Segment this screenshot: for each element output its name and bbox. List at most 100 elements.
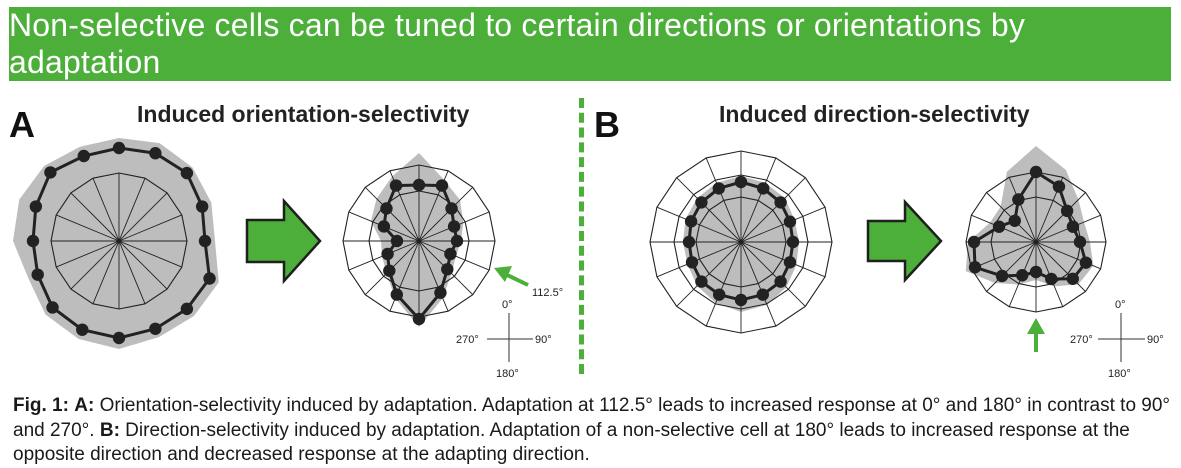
adapt-arrow-icon (1027, 318, 1045, 352)
response-point (1029, 265, 1043, 279)
response-point (31, 268, 44, 281)
panel-divider (579, 98, 584, 374)
response-point (149, 147, 162, 160)
response-point (445, 202, 458, 215)
response-point (992, 220, 1006, 233)
response-point (684, 215, 698, 228)
response-point (195, 200, 209, 213)
compass-down-label: 180° (496, 368, 519, 380)
response-point (995, 269, 1009, 283)
response-point (756, 182, 770, 195)
response-point (1016, 269, 1029, 282)
grid-spoke (118, 240, 168, 290)
response-markers (26, 141, 216, 345)
grid-spoke (740, 241, 806, 307)
polar-plot-a-before (13, 138, 219, 349)
response-point (685, 256, 699, 269)
polar-grid (50, 172, 188, 310)
response-markers (682, 175, 800, 307)
grid-spoke (740, 241, 826, 278)
grid-spoke (70, 240, 120, 290)
response-point (1052, 180, 1066, 193)
adapt-arrow-icon (494, 266, 529, 287)
figure-canvas: 112.5° 0° 90° 180° 270° 0° 90° 180° 270° (13, 138, 1164, 380)
grid-spoke (705, 157, 742, 243)
grid-spoke (740, 241, 777, 327)
polar-plot-b-before (649, 150, 833, 334)
response-point (682, 235, 696, 249)
response-point (783, 256, 797, 269)
response-point (447, 220, 461, 233)
grid-spoke (740, 177, 806, 243)
response-point (76, 323, 89, 336)
response-point (444, 247, 457, 261)
grid-spoke (364, 186, 420, 242)
response-point (1066, 272, 1079, 285)
response-point (450, 234, 464, 248)
response-point (1045, 272, 1058, 286)
response-point (198, 234, 212, 248)
compass-right-label: 90° (1147, 334, 1164, 346)
response-point (1012, 193, 1025, 206)
response-point (29, 200, 43, 213)
response-point (149, 322, 162, 335)
response-markers (967, 165, 1093, 286)
response-point (380, 202, 393, 215)
caption-a-text: Orientation-selectivity induced by adapt… (13, 395, 1171, 441)
right-arrow-icon (245, 197, 322, 285)
response-point (112, 141, 126, 155)
response-point (441, 263, 454, 276)
response-point (1029, 165, 1043, 179)
compass-up-label: 0° (1115, 299, 1126, 311)
compass-up-label: 0° (502, 299, 513, 311)
grid-spoke (70, 192, 120, 242)
title-banner: Non-selective cells can be tuned to cert… (9, 7, 1171, 81)
response-point (774, 196, 787, 209)
response-point (712, 182, 726, 195)
grid-spoke (56, 240, 120, 268)
panel-a-letter: A (9, 104, 35, 145)
grid-spoke (676, 241, 742, 307)
grid-spoke (418, 240, 449, 312)
response-point (786, 235, 800, 249)
response-point (1079, 256, 1093, 269)
response-point (381, 247, 394, 261)
grid-spoke (118, 178, 146, 242)
response-point (390, 288, 404, 301)
compass-left-label: 270° (456, 334, 479, 346)
response-point (412, 178, 426, 192)
response-point (1008, 214, 1021, 227)
grid-spoke (986, 241, 1037, 292)
response-point (967, 235, 981, 249)
right-arrow-icon (866, 198, 943, 284)
response-markers (377, 178, 464, 326)
compass-down-label: 180° (1108, 368, 1131, 380)
panel-b-title: Induced direction-selectivity (719, 101, 1030, 127)
response-point (1066, 220, 1080, 233)
grid-spoke (1035, 241, 1086, 292)
adapt-angle-label: 112.5° (532, 287, 563, 299)
grid-spoke (92, 240, 120, 304)
grid-spoke (971, 241, 1037, 270)
grid-spoke (118, 240, 182, 268)
grid-spoke (418, 186, 474, 242)
panel-b-letter: B (594, 104, 620, 145)
response-point (968, 261, 982, 274)
polar-plot-a-after (342, 153, 496, 327)
banner-text: Non-selective cells can be tuned to cert… (9, 7, 1026, 80)
response-point (783, 215, 797, 228)
grid-spoke (56, 214, 120, 242)
response-point (695, 196, 708, 209)
caption-b-label: B: (99, 419, 120, 441)
response-point (435, 179, 449, 192)
response-point (77, 149, 90, 163)
response-point (734, 175, 748, 189)
grid-spoke (676, 177, 742, 243)
grid-spoke (656, 206, 742, 243)
grid-spoke (705, 241, 742, 327)
polar-grid (649, 150, 833, 334)
response-point (389, 179, 403, 192)
response-point (112, 331, 126, 345)
compass-b: 0° 90° 180° 270° (1070, 299, 1164, 380)
response-point (695, 275, 708, 288)
